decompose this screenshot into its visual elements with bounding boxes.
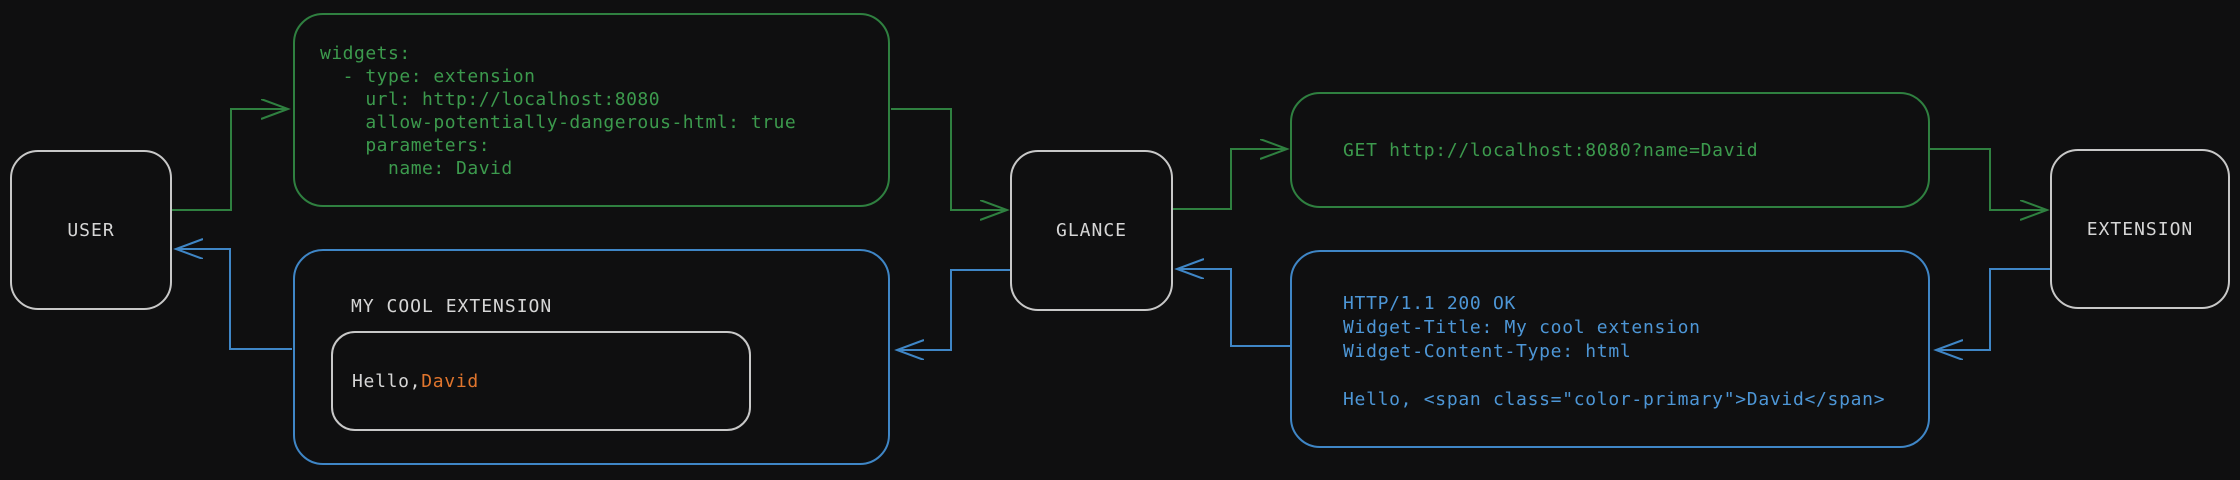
request-text: GET http://localhost:8080?name=David (1343, 139, 1759, 161)
node-extension: EXTENSION (2050, 149, 2230, 309)
connector-glance-to-request (1173, 149, 1287, 210)
connector-extension-to-response (1936, 268, 2050, 350)
connector-user-to-config (172, 109, 288, 211)
connector-request-to-extension (1930, 148, 2047, 210)
node-extension-label: EXTENSION (2086, 218, 2194, 240)
response-code: HTTP/1.1 200 OK Widget-Title: My cool ex… (1343, 293, 1886, 410)
response-box: HTTP/1.1 200 OK Widget-Title: My cool ex… (1290, 250, 1930, 448)
node-user-label: USER (67, 219, 115, 241)
config-box: widgets: - type: extension url: http://l… (293, 13, 890, 207)
node-user: USER (10, 150, 172, 310)
node-glance-label: GLANCE (1055, 220, 1128, 241)
connector-response-to-glance (1177, 269, 1290, 347)
node-glance: GLANCE (1010, 150, 1173, 311)
widget-title: MY COOL EXTENSION (351, 296, 553, 317)
widget-preview-box: MY COOL EXTENSION Hello, David (293, 249, 890, 465)
request-box: GET http://localhost:8080?name=David (1290, 92, 1930, 208)
config-code: widgets: - type: extension url: http://l… (320, 43, 797, 179)
connector-glance-to-widget (897, 269, 1010, 350)
connector-widget-to-user (176, 249, 292, 350)
widget-content-box: Hello, David (331, 331, 751, 431)
hello-prefix: Hello, (352, 370, 422, 392)
connector-config-to-glance (891, 108, 1007, 210)
hello-name: David (421, 370, 479, 392)
